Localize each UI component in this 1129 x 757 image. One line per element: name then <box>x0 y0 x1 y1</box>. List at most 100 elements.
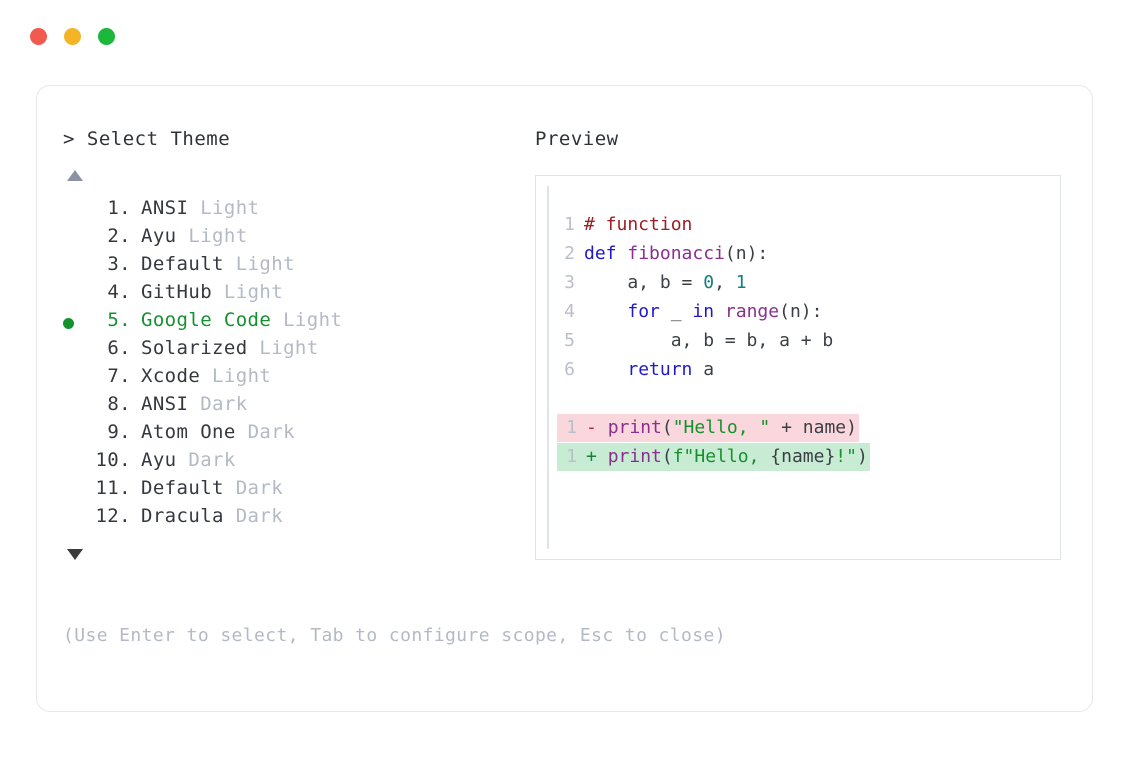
spacer <box>271 309 283 331</box>
prompt-row: > Select Theme <box>63 130 533 149</box>
theme-item-name: Google Code <box>141 309 272 331</box>
diff-line-added: 1+ print(f"Hello, {name}!") <box>557 442 1060 471</box>
code-token <box>714 301 725 322</box>
theme-list-item[interactable]: 5.Google Code Light <box>63 309 533 337</box>
theme-item-name: Ayu <box>141 449 177 471</box>
code-token: return <box>627 359 693 380</box>
code-token: !" <box>835 446 857 467</box>
spacer <box>224 505 236 527</box>
theme-list-item[interactable]: 1. ANSI Light <box>63 197 533 225</box>
spacer <box>200 365 212 387</box>
code-token: ( <box>661 417 673 438</box>
theme-item-variant: Dark <box>188 449 236 471</box>
code-token: f"Hello, <box>672 446 771 467</box>
selection-bullet-cell <box>63 309 89 337</box>
theme-item-variant: Dark <box>235 505 284 527</box>
theme-list-item[interactable]: 2.Ayu Light <box>63 225 533 253</box>
selection-bullet-cell <box>63 197 89 225</box>
code-token: {name} <box>770 446 836 467</box>
theme-item-variant: Dark <box>200 393 248 415</box>
theme-item-number: 1. <box>107 197 131 219</box>
code-token: (n): <box>779 301 823 322</box>
code-token: 0 <box>703 272 715 293</box>
theme-list-item[interactable]: 9.Atom One Dark <box>63 421 533 449</box>
theme-item-number: 10. <box>95 449 131 471</box>
diff-sign: - <box>586 417 608 438</box>
theme-list-item[interactable]: 3.Default Light <box>63 253 533 281</box>
spacer <box>248 337 260 359</box>
theme-item-variant: Light <box>259 337 319 359</box>
theme-list-item[interactable]: 10. Ayu Dark <box>63 449 533 477</box>
code-token <box>584 301 627 322</box>
theme-list-item[interactable]: 8.ANSI Dark <box>63 393 533 421</box>
spacer <box>236 421 248 443</box>
selection-bullet-cell <box>63 365 89 393</box>
theme-list-item[interactable]: 4.GitHub Light <box>63 281 533 309</box>
spacer <box>177 225 189 247</box>
selection-bullet-cell <box>63 253 89 281</box>
code-token: range <box>724 301 780 322</box>
code-token: a, b = <box>584 272 704 293</box>
diff-highlight: 1+ print(f"Hello, {name}!") <box>557 443 870 471</box>
window-controls <box>30 28 115 45</box>
theme-list-item[interactable]: 11.Default Dark <box>63 477 533 505</box>
close-button[interactable] <box>30 28 47 45</box>
theme-item-number: 7. <box>107 365 131 387</box>
spacer <box>224 253 236 275</box>
theme-item-number: 2. <box>107 225 131 247</box>
code-token: print <box>607 417 662 438</box>
line-number: 1 <box>564 214 575 235</box>
theme-list-item[interactable]: 12.Dracula Dark <box>63 505 533 533</box>
theme-item-number: 9. <box>107 421 131 443</box>
theme-item-variant: Light <box>200 197 260 219</box>
code-line: 3 a, b = 0, 1 <box>557 268 1060 297</box>
page-title: Select Theme <box>86 128 231 150</box>
code-token: (n): <box>724 243 769 264</box>
code-token: a, b = b, a + b <box>584 330 834 351</box>
theme-item-variant: Light <box>212 365 272 387</box>
spacer <box>177 449 189 471</box>
diff-line-removed: 1- print("Hello, " + name) <box>557 413 1060 442</box>
theme-list-item[interactable]: 7. Xcode Light <box>63 365 533 393</box>
preview-label: Preview <box>535 128 619 150</box>
code-line: 5 a, b = b, a + b <box>557 326 1060 355</box>
theme-item-number: 6. <box>107 337 131 359</box>
spacer <box>188 393 200 415</box>
line-number: 4 <box>564 301 575 322</box>
selection-bullet-cell <box>63 449 89 477</box>
code-token: , <box>714 272 736 293</box>
theme-item-number: 12. <box>95 505 131 527</box>
code-token: ( <box>661 446 673 467</box>
line-number: 5 <box>564 330 575 351</box>
scroll-up-icon[interactable] <box>67 170 83 181</box>
theme-item-name: Xcode <box>141 365 201 387</box>
code-token: + name) <box>770 417 857 438</box>
minimize-button[interactable] <box>64 28 81 45</box>
selected-bullet-icon <box>63 317 74 329</box>
theme-item-number: 11. <box>95 477 131 499</box>
line-number: 6 <box>564 359 575 380</box>
code-line: 1# function <box>557 210 1060 239</box>
code-token: in <box>692 301 715 322</box>
scroll-down-icon[interactable] <box>67 549 83 560</box>
theme-item-number: 8. <box>107 393 131 415</box>
spacer <box>188 197 200 219</box>
code-token <box>584 359 627 380</box>
selection-bullet-cell <box>63 421 89 449</box>
code-token: fibonacci <box>627 243 725 264</box>
line-number: 3 <box>564 272 575 293</box>
line-number: 1 <box>566 446 577 467</box>
theme-list-item[interactable]: 6.Solarized Light <box>63 337 533 365</box>
theme-item-number: 3. <box>107 253 131 275</box>
theme-item-name: GitHub <box>141 281 213 303</box>
theme-item-name: ANSI <box>141 197 189 219</box>
theme-item-number: 4. <box>107 281 131 303</box>
maximize-button[interactable] <box>98 28 115 45</box>
line-number: 1 <box>566 417 577 438</box>
